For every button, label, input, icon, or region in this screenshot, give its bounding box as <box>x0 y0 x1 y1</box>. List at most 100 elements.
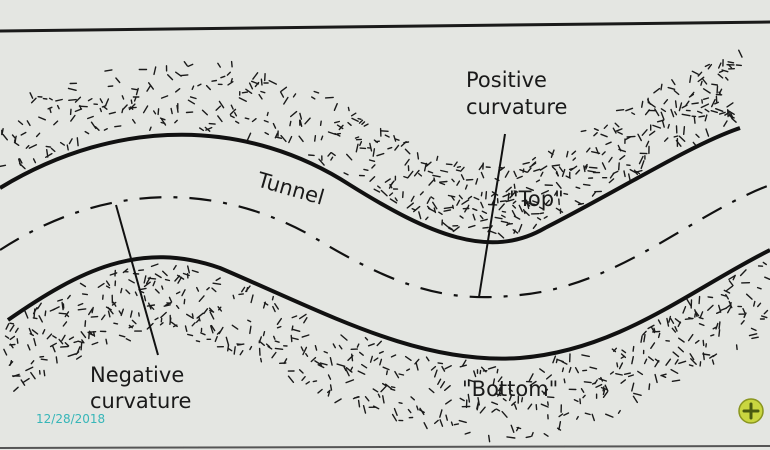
rock-hatch-mark <box>638 155 644 165</box>
rock-hatch-mark <box>739 269 747 277</box>
rock-hatch-mark <box>304 117 311 125</box>
rock-hatch-mark <box>575 169 581 175</box>
rock-hatch-mark <box>441 365 446 372</box>
rock-hatch-mark <box>511 209 516 217</box>
rock-hatch-mark <box>521 199 528 202</box>
rock-hatch-mark <box>134 291 138 297</box>
rock-hatch-mark <box>32 307 38 315</box>
rock-hatch-mark <box>186 265 191 274</box>
rock-hatch-mark <box>230 77 233 83</box>
rock-hatch-mark <box>99 98 104 104</box>
rock-hatch-mark <box>153 66 157 76</box>
rock-hatch-mark <box>660 373 667 377</box>
rock-hatch-mark <box>455 169 461 172</box>
tunnel-centerline <box>0 183 770 299</box>
rock-hatch-mark <box>460 174 465 181</box>
rock-hatch-mark <box>528 202 536 206</box>
frame-bottom-line <box>0 445 770 449</box>
rock-hatch-mark <box>716 311 722 314</box>
rock-hatch-mark <box>526 200 530 210</box>
rock-hatch-mark <box>670 108 675 118</box>
rock-hatch-mark <box>373 139 378 144</box>
rock-hatch-mark <box>527 403 533 410</box>
rock-hatch-mark <box>667 86 676 91</box>
rock-hatch-mark <box>666 317 670 327</box>
rock-hatch-mark <box>87 331 97 333</box>
rock-hatch-mark <box>230 104 234 110</box>
rock-hatch-mark <box>500 220 509 224</box>
rock-hatch-mark <box>439 409 443 418</box>
rock-hatch-mark <box>698 295 701 305</box>
rock-hatch-mark <box>591 382 597 385</box>
rock-hatch-mark <box>317 364 325 369</box>
rock-hatch-mark <box>735 344 738 351</box>
rock-hatch-mark <box>150 263 159 268</box>
rock-hatch-mark <box>244 117 250 120</box>
rock-hatch-mark <box>413 169 420 177</box>
rock-hatch-mark <box>195 340 201 343</box>
rock-hatch-mark <box>376 340 382 347</box>
rock-hatch-mark <box>584 163 588 169</box>
rock-hatch-mark <box>77 308 87 311</box>
rock-hatch-mark <box>205 84 212 91</box>
rock-hatch-mark <box>602 389 606 396</box>
rock-hatch-mark <box>338 124 344 131</box>
rock-hatch-mark <box>300 346 304 352</box>
rock-hatch-mark <box>208 307 215 313</box>
rock-hatch-mark <box>198 316 201 322</box>
rock-hatch-mark <box>432 201 438 210</box>
rock-hatch-mark <box>477 397 480 406</box>
rock-hatch-mark <box>725 294 729 300</box>
rock-hatch-mark <box>492 378 496 386</box>
rock-hatch-mark <box>384 178 391 183</box>
rock-hatch-mark <box>582 394 586 399</box>
rock-hatch-mark <box>447 194 456 198</box>
rock-hatch-mark <box>364 396 370 402</box>
rock-hatch-mark <box>641 100 644 108</box>
rock-hatch-mark <box>697 110 703 114</box>
rock-hatch-mark <box>595 383 603 388</box>
rock-hatch-mark <box>280 86 288 92</box>
rock-hatch-mark <box>756 286 762 290</box>
rock-hatch-mark <box>327 390 331 397</box>
rock-hatch-mark <box>479 214 484 220</box>
rock-hatch-mark <box>225 336 230 346</box>
rock-hatch-mark <box>250 80 260 85</box>
rock-hatch-mark <box>546 374 552 380</box>
rock-hatch-mark <box>525 186 534 192</box>
rock-hatch-mark <box>404 158 410 166</box>
rock-hatch-mark <box>114 125 122 128</box>
rock-hatch-mark <box>327 374 332 380</box>
plus-badge-icon[interactable] <box>738 398 764 424</box>
rock-hatch-mark <box>346 153 353 161</box>
rock-hatch-mark <box>334 120 340 124</box>
rock-hatch-mark <box>154 317 159 321</box>
rock-hatch-mark <box>539 368 545 373</box>
rock-hatch-mark <box>152 110 157 115</box>
rock-hatch-mark <box>9 324 15 332</box>
rock-hatch-mark <box>103 127 108 131</box>
rock-hatch-mark <box>407 408 412 414</box>
rock-hatch-mark <box>149 126 152 132</box>
rock-hatch-mark <box>100 314 106 321</box>
rock-hatch-mark <box>527 167 532 173</box>
rock-hatch-mark <box>121 108 124 114</box>
rock-hatch-mark <box>185 313 194 319</box>
rock-hatch-mark <box>615 373 623 376</box>
rock-hatch-mark <box>320 135 324 141</box>
rock-hatch-mark <box>702 88 711 94</box>
rock-hatch-mark <box>619 154 626 161</box>
rock-hatch-mark <box>508 388 513 392</box>
rock-hatch-mark <box>75 351 80 355</box>
rock-hatch-mark <box>506 222 511 227</box>
rock-hatch-mark <box>263 302 269 306</box>
rock-hatch-mark <box>30 360 35 365</box>
rock-hatch-mark <box>710 109 718 114</box>
rock-hatch-mark <box>105 280 111 286</box>
rock-hatch-mark <box>357 399 361 408</box>
rock-hatch-mark <box>703 97 710 101</box>
rock-hatch-mark <box>311 96 316 100</box>
rock-hatch-mark <box>751 336 759 340</box>
rock-hatch-mark <box>725 76 729 81</box>
rock-hatch-mark <box>274 303 279 310</box>
